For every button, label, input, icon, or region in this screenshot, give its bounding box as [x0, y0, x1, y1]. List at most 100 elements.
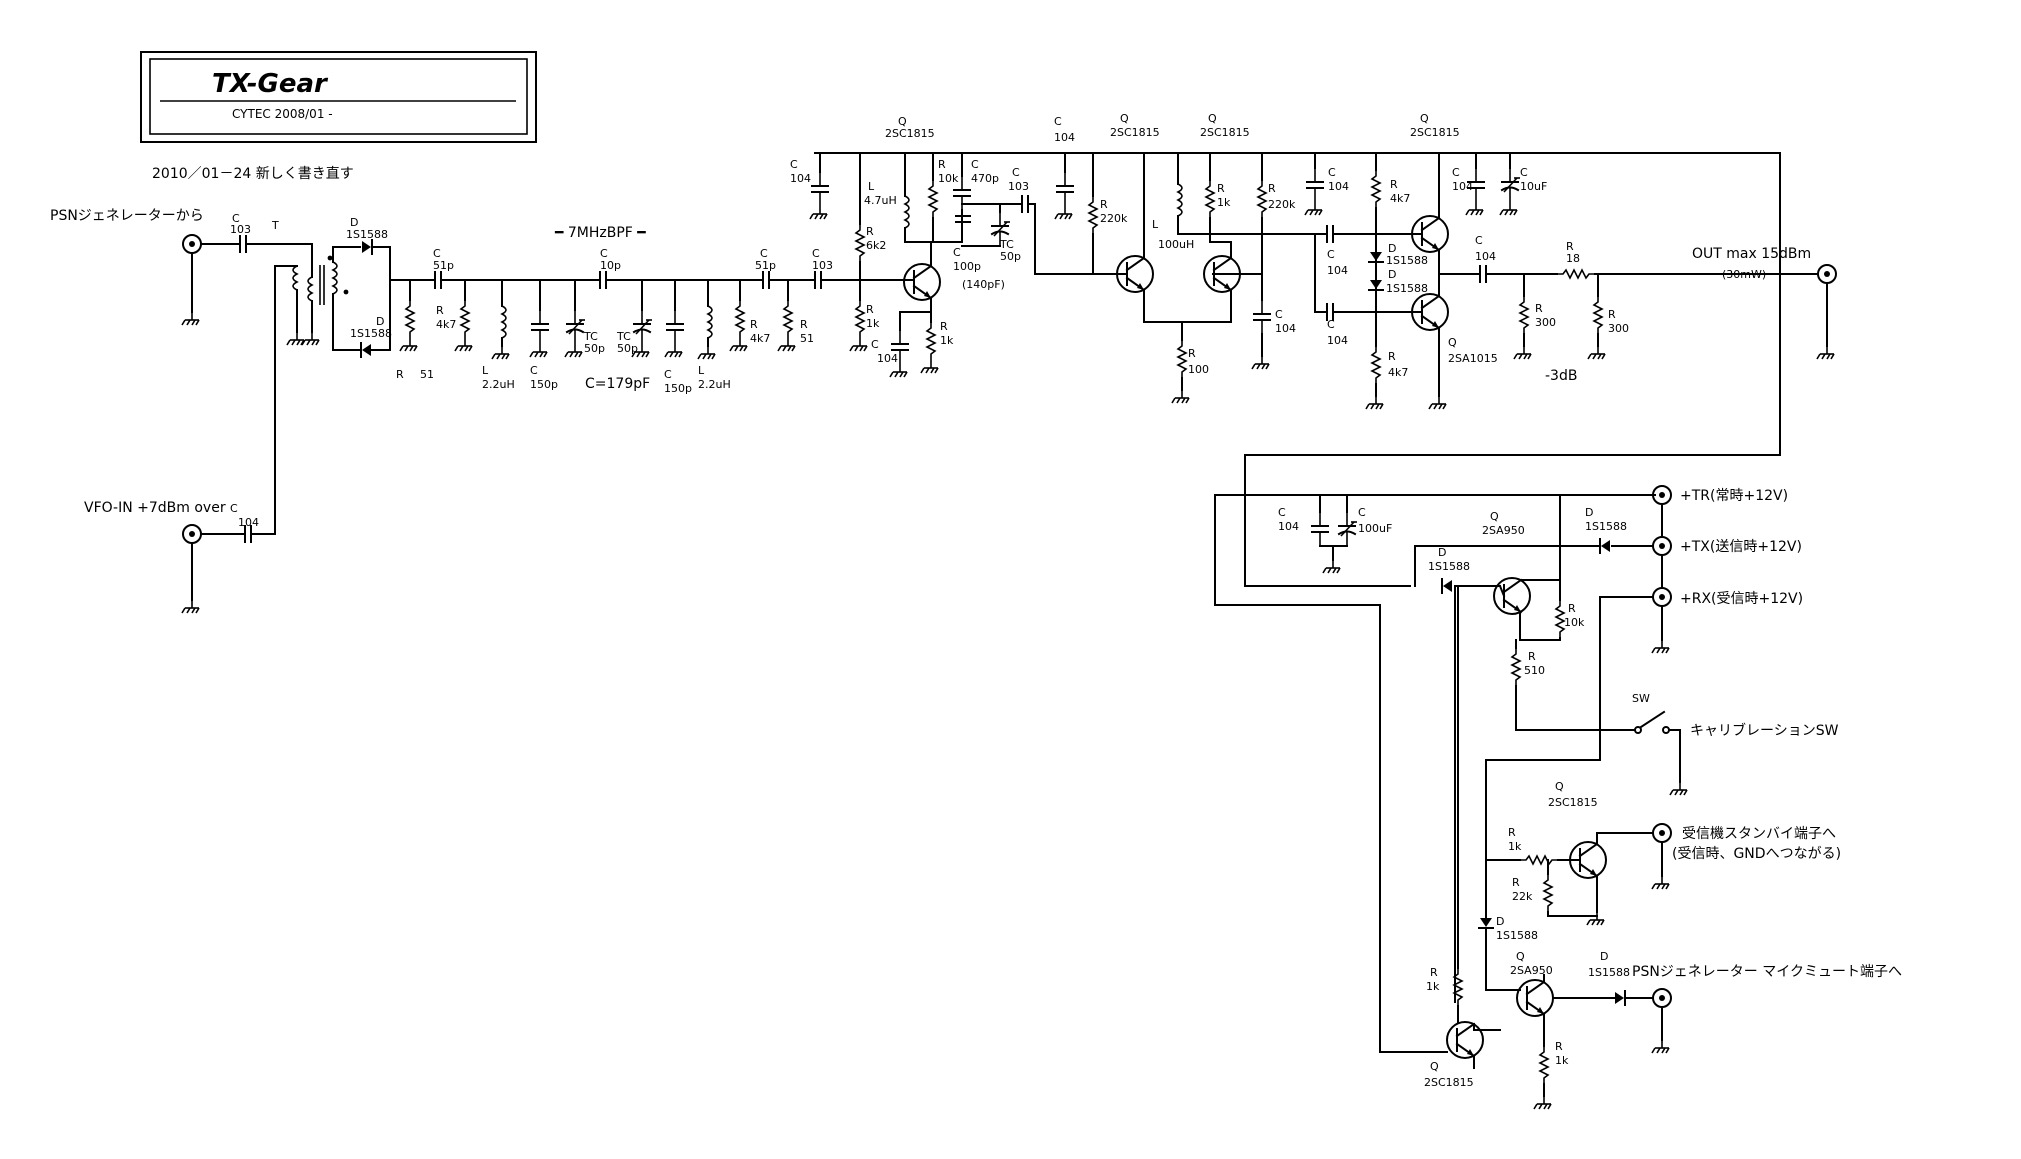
- calibration-switch[interactable]: [1634, 710, 1670, 734]
- svg-text:C: C: [664, 368, 672, 381]
- svg-text:1S1588: 1S1588: [346, 228, 388, 241]
- svg-text:104: 104: [1275, 322, 1296, 335]
- svg-text:C: C: [230, 502, 238, 515]
- svg-text:L: L: [482, 364, 489, 377]
- svg-text:100: 100: [1188, 363, 1209, 376]
- svg-text:R: R: [1555, 1040, 1563, 1053]
- svg-text:104: 104: [1328, 180, 1349, 193]
- svg-text:1S1588: 1S1588: [1496, 929, 1538, 942]
- svg-text:D: D: [350, 216, 358, 229]
- svg-text:18: 18: [1566, 252, 1580, 265]
- svg-text:D: D: [1585, 506, 1593, 519]
- svg-text:C: C: [871, 338, 879, 351]
- transistor-q8-2sa950: [1516, 979, 1554, 1017]
- diode-upper: [362, 239, 391, 255]
- svg-text:50p: 50p: [1000, 250, 1021, 263]
- resistor-10k-tank: [928, 179, 938, 219]
- output-jack-icon: [1817, 264, 1837, 284]
- resistor-1k-standby: [1519, 855, 1559, 865]
- svg-text:104: 104: [1452, 180, 1473, 193]
- svg-text:104: 104: [1054, 131, 1075, 144]
- svg-text:103: 103: [812, 259, 833, 272]
- svg-text:220k: 220k: [1100, 212, 1128, 225]
- svg-text:1k: 1k: [1426, 980, 1440, 993]
- svg-text:2SA950: 2SA950: [1482, 524, 1525, 537]
- capacitor-150p-left: [531, 309, 549, 345]
- svg-text:D: D: [1496, 915, 1504, 928]
- svg-text:Q: Q: [1555, 780, 1564, 793]
- svg-text:R: R: [1388, 350, 1396, 363]
- svg-text:300: 300: [1608, 322, 1629, 335]
- bpf-label: ━ 7MHzBPF ━: [554, 225, 646, 241]
- tx-label: +TX(送信時+12V): [1680, 539, 1802, 555]
- svg-text:51: 51: [800, 332, 814, 345]
- resistor-22k-standby: [1543, 873, 1553, 913]
- transformer-t: [292, 243, 349, 333]
- resistor-300-shunt-a: [1519, 295, 1529, 335]
- calibration-switch-label: キャリブレーションSW: [1690, 722, 1839, 739]
- svg-text:C: C: [1012, 166, 1020, 179]
- svg-text:150p: 150p: [664, 382, 692, 395]
- resistor-1k-mute: [1539, 1045, 1549, 1085]
- resistor-18-series: [1556, 269, 1596, 279]
- capacitor-103-coupling: [814, 271, 822, 289]
- svg-text:(140pF): (140pF): [962, 278, 1005, 291]
- diode-mute-feed: [1478, 918, 1494, 929]
- svg-text:104: 104: [1278, 520, 1299, 533]
- svg-text:1S1588: 1S1588: [1588, 966, 1630, 979]
- svg-text:1k: 1k: [1508, 840, 1522, 853]
- svg-text:Q: Q: [898, 115, 907, 128]
- svg-text:50p: 50p: [584, 342, 605, 355]
- svg-text:R: R: [940, 320, 948, 333]
- psn-input-jack-icon: [182, 234, 202, 254]
- svg-text:L: L: [868, 180, 875, 193]
- svg-text:C: C: [1275, 308, 1283, 321]
- svg-text:51: 51: [420, 368, 434, 381]
- svg-text:2SC1815: 2SC1815: [1548, 796, 1598, 809]
- ground-icon: [301, 331, 320, 346]
- resistor-220k-bias-b: [1257, 179, 1267, 219]
- transistor-q9-2sc1815: [1446, 1021, 1484, 1059]
- svg-text:R: R: [938, 158, 946, 171]
- svg-text:SW: SW: [1632, 692, 1650, 705]
- svg-text:D: D: [1438, 546, 1446, 559]
- bpf-capacitance-note: C=179pF: [585, 376, 650, 392]
- resistor-1k-bias: [855, 299, 865, 339]
- svg-text:D: D: [376, 315, 384, 328]
- capacitor-104-power: [1311, 511, 1329, 547]
- vfo-input-label: VFO-IN +7dBm over: [84, 500, 226, 516]
- svg-text:2SC1815: 2SC1815: [885, 127, 935, 140]
- svg-text:4k7: 4k7: [1390, 192, 1410, 205]
- standby-label: 受信機スタンバイ端子へ: [1682, 826, 1836, 842]
- svg-text:D: D: [1388, 268, 1396, 281]
- svg-text:T: T: [271, 219, 279, 232]
- svg-text:4k7: 4k7: [750, 332, 770, 345]
- inductor-4.7uh-tank: [904, 195, 910, 229]
- capacitor-103-interstage: [1021, 195, 1029, 213]
- transistor-q1-2sc1815: [903, 263, 941, 301]
- revision-note: 2010／01－24 新しく書き直す: [152, 165, 354, 182]
- svg-text:R: R: [750, 318, 758, 331]
- svg-text:R: R: [1100, 198, 1108, 211]
- diode-tx-feed: [1599, 538, 1610, 554]
- svg-text:2.2uH: 2.2uH: [482, 378, 515, 391]
- capacitor-104-decouple-2: [1056, 171, 1074, 207]
- svg-text:2.2uH: 2.2uH: [698, 378, 731, 391]
- svg-text:2SA950: 2SA950: [1510, 964, 1553, 977]
- diode-lower: [360, 342, 391, 358]
- svg-text:R: R: [1390, 178, 1398, 191]
- svg-text:1k: 1k: [1555, 1054, 1569, 1067]
- svg-text:10uF: 10uF: [1520, 180, 1547, 193]
- rx-label: +RX(受信時+12V): [1680, 591, 1803, 607]
- svg-text:104: 104: [1327, 264, 1348, 277]
- svg-text:4k7: 4k7: [436, 318, 456, 331]
- tx-jack-icon: [1652, 536, 1672, 556]
- svg-text:TC: TC: [583, 330, 598, 343]
- resistor-4k7-lower: [1371, 345, 1381, 385]
- svg-text:104: 104: [238, 516, 259, 529]
- svg-text:10p: 10p: [600, 259, 621, 272]
- output-label: OUT max 15dBm: [1692, 246, 1811, 262]
- tr-label: +TR(常時+12V): [1680, 488, 1788, 504]
- svg-text:R: R: [800, 318, 808, 331]
- svg-text:R: R: [1217, 182, 1225, 195]
